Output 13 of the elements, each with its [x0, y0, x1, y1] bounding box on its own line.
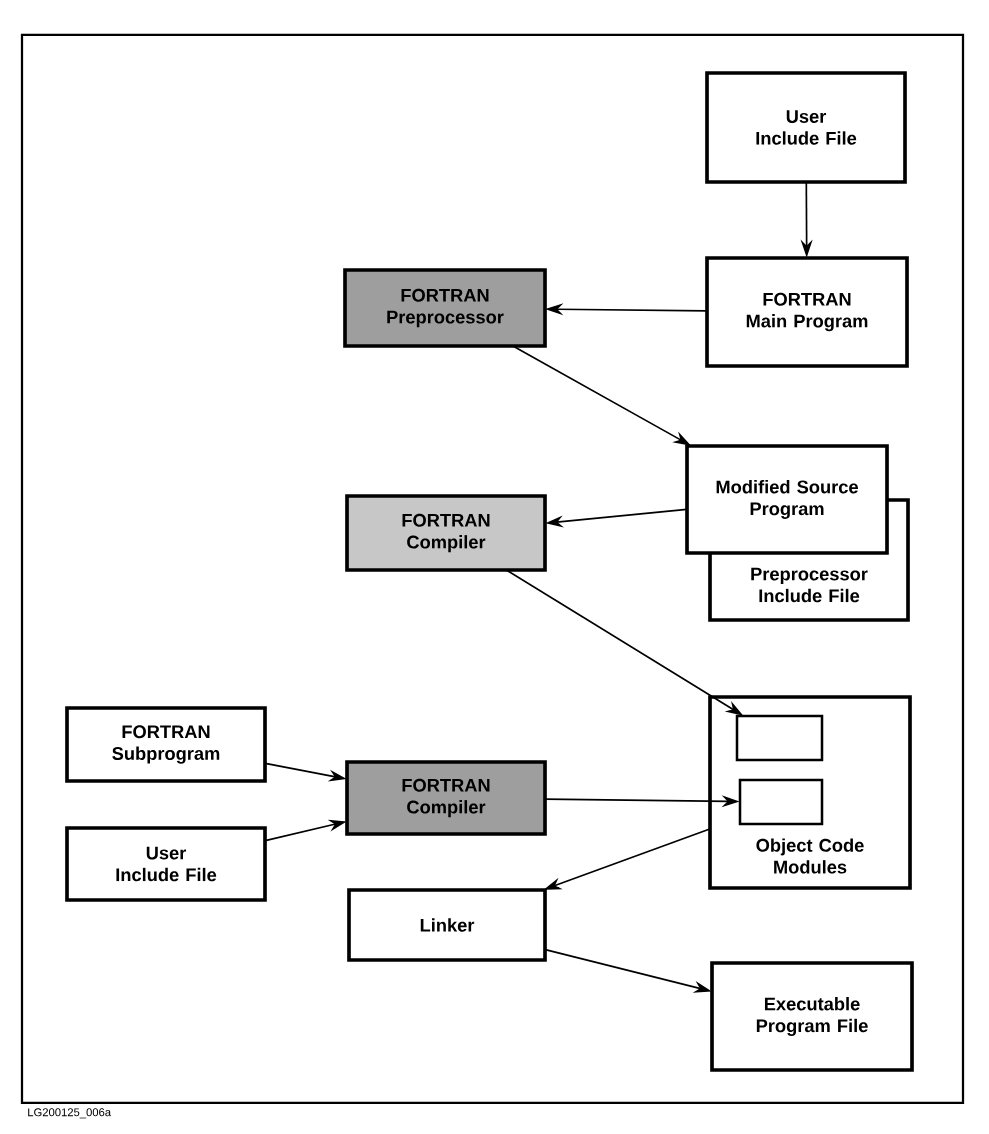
process-box: User Include File	[65, 826, 267, 902]
process-box: User Include File	[705, 71, 907, 184]
process-box: Linker	[347, 888, 547, 962]
process-box: FORTRAN Main Program	[705, 256, 909, 368]
figure-code: LG200125_006a	[28, 1108, 112, 1119]
process-box: Executable Program File	[710, 961, 914, 1072]
module-box	[738, 778, 824, 826]
process-box: FORTRAN Preprocessor	[343, 268, 547, 348]
process-box: Modified Source Program	[685, 444, 889, 555]
process-box: FORTRAN Compiler	[345, 494, 547, 572]
module-box	[735, 714, 824, 762]
process-box: FORTRAN Subprogram	[65, 706, 267, 783]
process-box: FORTRAN Compiler	[345, 760, 547, 836]
